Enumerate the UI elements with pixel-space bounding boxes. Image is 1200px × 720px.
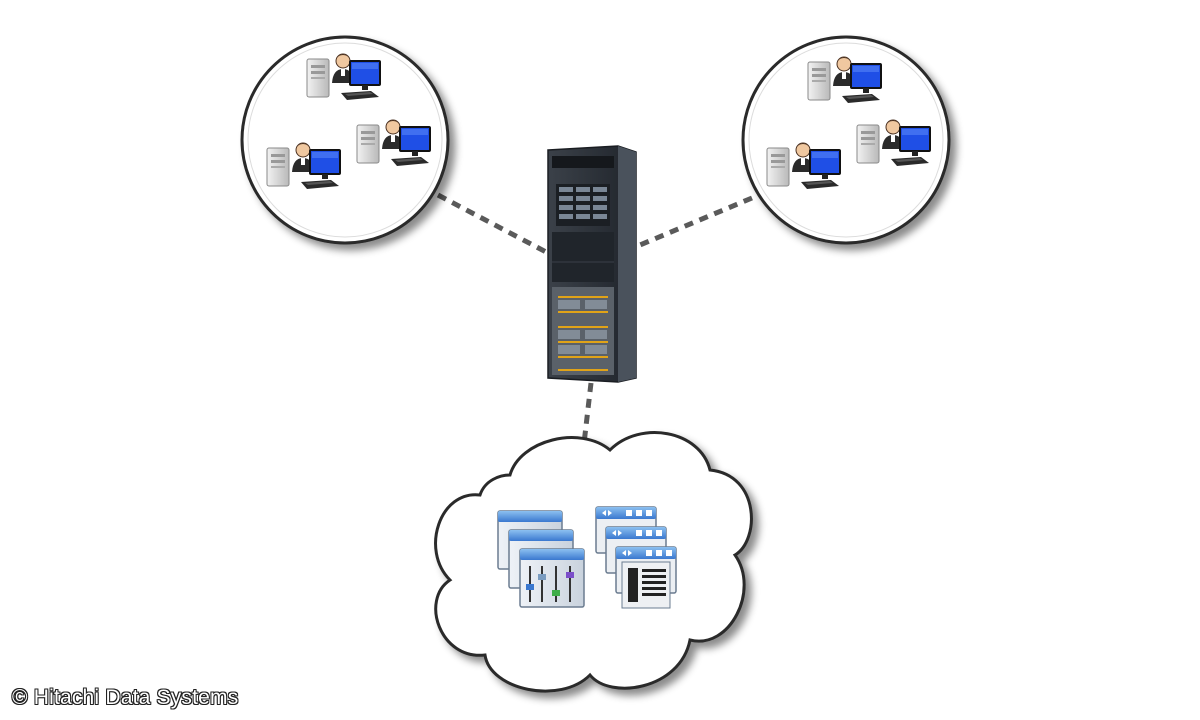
settings-window-stack-icon	[497, 510, 585, 608]
workstation-icon	[807, 56, 882, 104]
left-client-group	[240, 35, 450, 245]
right-client-group	[741, 35, 951, 245]
browser-window-stack-icon	[595, 506, 677, 609]
workstation-icon	[356, 119, 431, 167]
cloud-shape	[434, 431, 753, 693]
cloud	[434, 431, 753, 693]
connector-bottom	[580, 382, 594, 453]
left-group-circle	[240, 35, 450, 245]
copyright-credit: © Hitachi Data Systems	[12, 686, 239, 709]
right-group-circle	[741, 35, 951, 245]
workstation-icon	[306, 53, 381, 101]
workstation-icon	[766, 142, 841, 190]
workstation-icon	[266, 142, 341, 190]
connector-lines	[436, 192, 753, 453]
connector-left	[436, 192, 550, 256]
workstation-icon	[856, 119, 931, 167]
connector-right	[639, 195, 753, 248]
server-rack-icon	[547, 145, 637, 383]
